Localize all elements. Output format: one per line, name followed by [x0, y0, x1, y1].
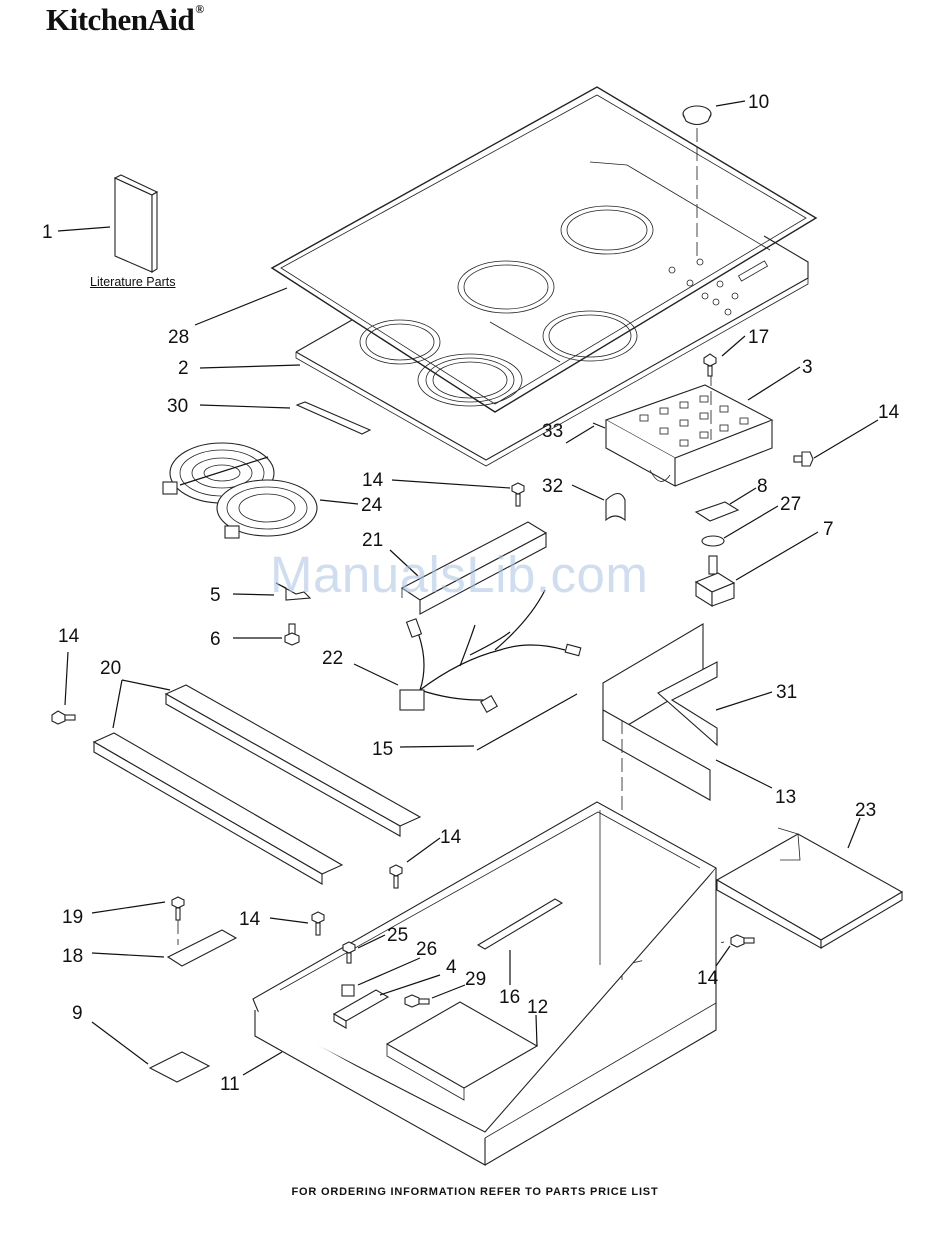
callout-26: 26	[416, 939, 437, 960]
callout-27: 27	[780, 494, 801, 515]
callout-9: 9	[72, 1003, 83, 1024]
callout-4: 4	[446, 957, 457, 978]
part-rails-20	[94, 685, 420, 884]
callout-24: 24	[361, 495, 383, 516]
part-washer-27	[702, 536, 724, 546]
callout-14: 14	[878, 402, 900, 423]
callout-5: 5	[210, 585, 221, 606]
callout-30: 30	[167, 396, 188, 417]
callout-22: 22	[322, 648, 343, 669]
callout-32: 32	[542, 476, 563, 497]
part-bracket-18	[168, 930, 236, 966]
callout-20: 20	[100, 658, 121, 679]
part-screw-14d	[731, 935, 754, 947]
callout-23: 23	[855, 800, 876, 821]
part-switch-7	[696, 556, 734, 606]
part-literature-booklet	[115, 175, 157, 272]
callout-12: 12	[527, 997, 548, 1018]
callout-14: 14	[362, 470, 384, 491]
callout-14: 14	[697, 968, 719, 989]
callout-17: 17	[748, 327, 769, 348]
literature-parts-label: Literature Parts	[90, 275, 175, 289]
callout-19: 19	[62, 907, 83, 928]
part-screw-6	[285, 624, 299, 645]
part-strip	[297, 402, 370, 434]
part-screw-14f	[390, 865, 402, 888]
part-screw-17	[704, 354, 716, 376]
callout-15: 15	[372, 739, 393, 760]
callout-3: 3	[802, 357, 813, 378]
part-plate-8	[696, 502, 738, 521]
part-32	[606, 494, 625, 521]
part-screw-19	[172, 897, 184, 945]
part-junction-box	[606, 372, 772, 486]
callout-14: 14	[440, 827, 462, 848]
callout-16: 16	[499, 987, 520, 1008]
part-knob	[683, 106, 711, 262]
callout-31: 31	[776, 682, 797, 703]
part-cooktop-frame	[272, 87, 816, 412]
part-33	[593, 423, 605, 428]
callout-33: 33	[542, 421, 563, 442]
part-screw-14b	[512, 483, 524, 506]
watermark: ManualsLib.com	[270, 545, 648, 604]
callout-1: 1	[42, 222, 53, 243]
part-screw-14a	[794, 452, 813, 466]
callout-14: 14	[58, 626, 80, 647]
callout-11: 11	[220, 1074, 240, 1095]
part-radiant-element	[163, 443, 317, 538]
callout-8: 8	[757, 476, 768, 497]
callout-28: 28	[168, 327, 189, 348]
callout-14: 14	[239, 909, 261, 930]
callout-29: 29	[465, 969, 486, 990]
part-screw-14e	[312, 912, 324, 935]
part-screw-14c	[52, 711, 75, 724]
ordering-footer: FOR ORDERING INFORMATION REFER TO PARTS …	[0, 1186, 950, 1198]
part-plate-9	[150, 1052, 209, 1082]
callout-2: 2	[178, 358, 189, 379]
callout-6: 6	[210, 629, 221, 650]
callout-7: 7	[823, 519, 834, 540]
callout-13: 13	[775, 787, 796, 808]
callout-10: 10	[748, 92, 769, 113]
callout-18: 18	[62, 946, 83, 967]
callout-25: 25	[387, 925, 408, 946]
